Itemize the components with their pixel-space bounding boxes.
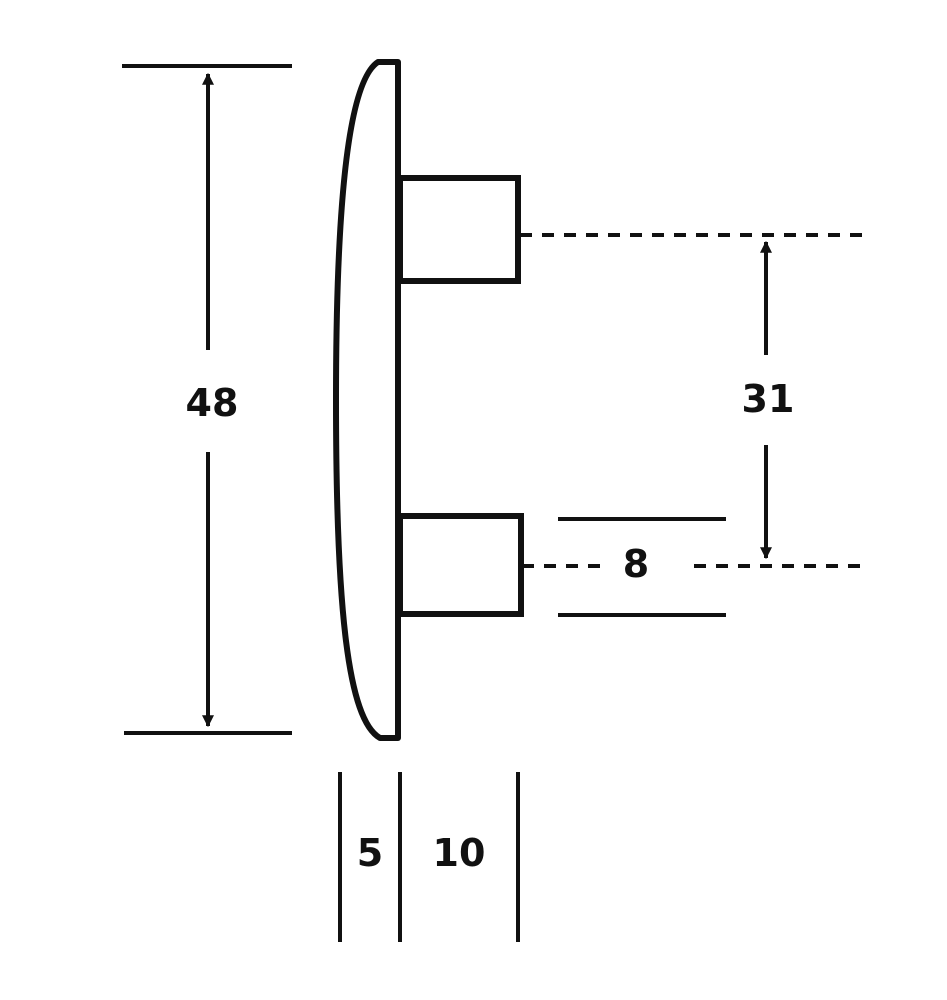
peg-width-label: 8 [623,542,649,586]
upper-peg [397,175,521,284]
spacing-dimension: 31 [520,233,862,568]
peg-length-label: 10 [433,831,486,875]
lower-peg [397,513,524,617]
peg-width-dimension: 8 [558,517,726,617]
thickness-dimensions: 5 10 [338,772,520,942]
cap-thickness-label: 5 [357,831,383,875]
height-dimension: 48 [122,64,292,735]
height-label: 48 [186,381,239,425]
spacing-label: 31 [742,377,795,421]
end-cap-body [333,59,401,741]
